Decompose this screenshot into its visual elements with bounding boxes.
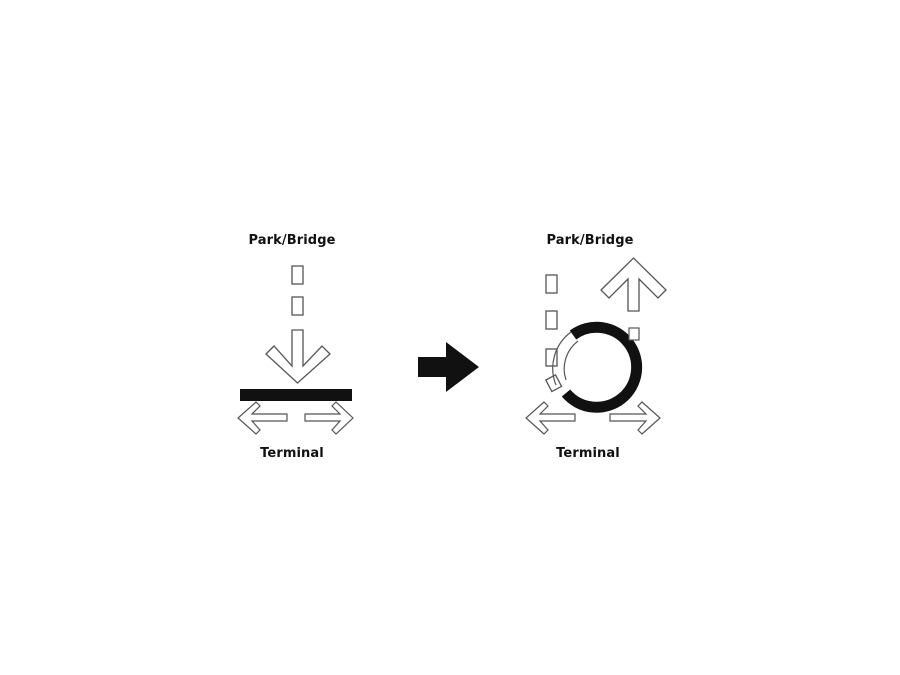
- dashed-path-end: [628, 327, 640, 341]
- transition-arrow-icon: [418, 342, 479, 392]
- after-bottom-label: Terminal: [556, 446, 620, 461]
- open-ring-icon: [561, 321, 643, 413]
- left-arrow-icon: [237, 401, 288, 435]
- before-bottom-label: Terminal: [260, 446, 324, 461]
- after-diagram: [525, 257, 667, 435]
- right-arrow-icon: [304, 401, 354, 435]
- up-arrow-icon: [600, 257, 667, 312]
- before-diagram: [237, 265, 354, 435]
- left-arrow-icon: [525, 401, 576, 435]
- before-top-label: Park/Bridge: [248, 233, 336, 248]
- barrier-bar: [240, 389, 352, 401]
- right-arrow-icon: [609, 401, 661, 435]
- after-top-label: Park/Bridge: [546, 233, 634, 248]
- dashed-path-icon: [544, 274, 563, 393]
- ring-outline-segment: [552, 331, 572, 386]
- down-arrow-icon: [265, 329, 331, 384]
- dashed-path-icon: [291, 265, 304, 316]
